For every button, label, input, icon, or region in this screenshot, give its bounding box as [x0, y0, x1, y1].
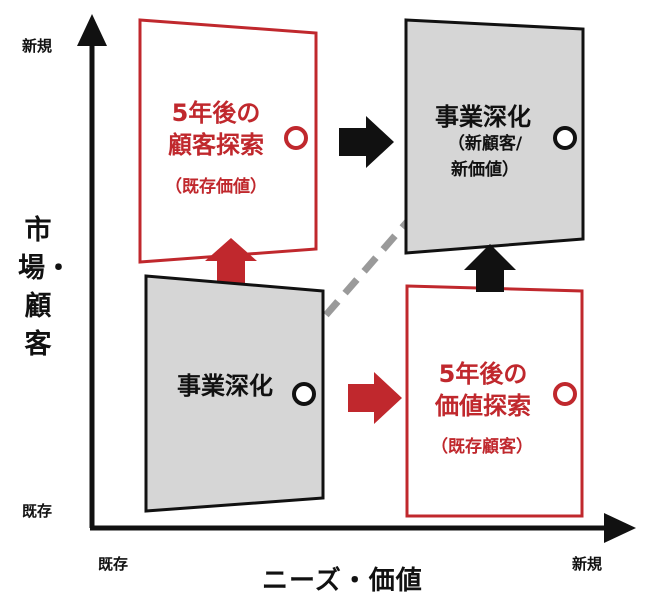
quadrant-box-top-right: [404, 18, 585, 255]
quadrant-box-bottom-right: [405, 284, 584, 518]
circle-marker-bottom-left: [292, 382, 316, 406]
y-axis-top-label: 新規: [22, 37, 53, 55]
right-arrow-red: [348, 372, 402, 424]
quadrant-box-bottom-left: [144, 274, 325, 513]
top-right-subtitle-line2: 新価値）: [451, 160, 519, 180]
bottom-left-title: 事業深化: [177, 372, 273, 400]
top-left-subtitle: （既存価値）: [165, 177, 267, 197]
bottom-right-title-line1: 5年後の: [438, 360, 528, 388]
bottom-right-subtitle: （既存顧客）: [431, 437, 533, 457]
x-axis-title: ニーズ・価値: [262, 566, 423, 596]
circle-marker-top-left: [284, 126, 308, 150]
dashed-diagonal-connector: [323, 211, 417, 318]
top-left-title-line2: 顧客探索: [168, 131, 264, 159]
quadrant-box-top-left: [138, 18, 318, 264]
up-arrow-black: [464, 244, 516, 292]
top-left-title-line1: 5年後の: [171, 99, 261, 127]
x-axis-arrowhead: [604, 513, 636, 543]
y-axis-arrowhead: [77, 14, 107, 46]
y-axis-title: 市場・顧客: [18, 215, 72, 360]
x-axis-right-label: 新規: [572, 555, 603, 573]
circle-marker-bottom-right: [553, 382, 577, 406]
y-axis-bottom-label: 既存: [22, 502, 53, 520]
up-arrow-red-body: [205, 238, 257, 283]
top-right-title: 事業深化: [435, 103, 531, 131]
circle-marker-top-right: [553, 126, 577, 150]
bottom-right-title-line2: 価値探索: [435, 392, 531, 420]
top-right-subtitle-line1: （新顧客/: [447, 134, 523, 154]
right-arrow-black: [339, 116, 394, 168]
x-axis-left-label: 既存: [98, 555, 129, 573]
